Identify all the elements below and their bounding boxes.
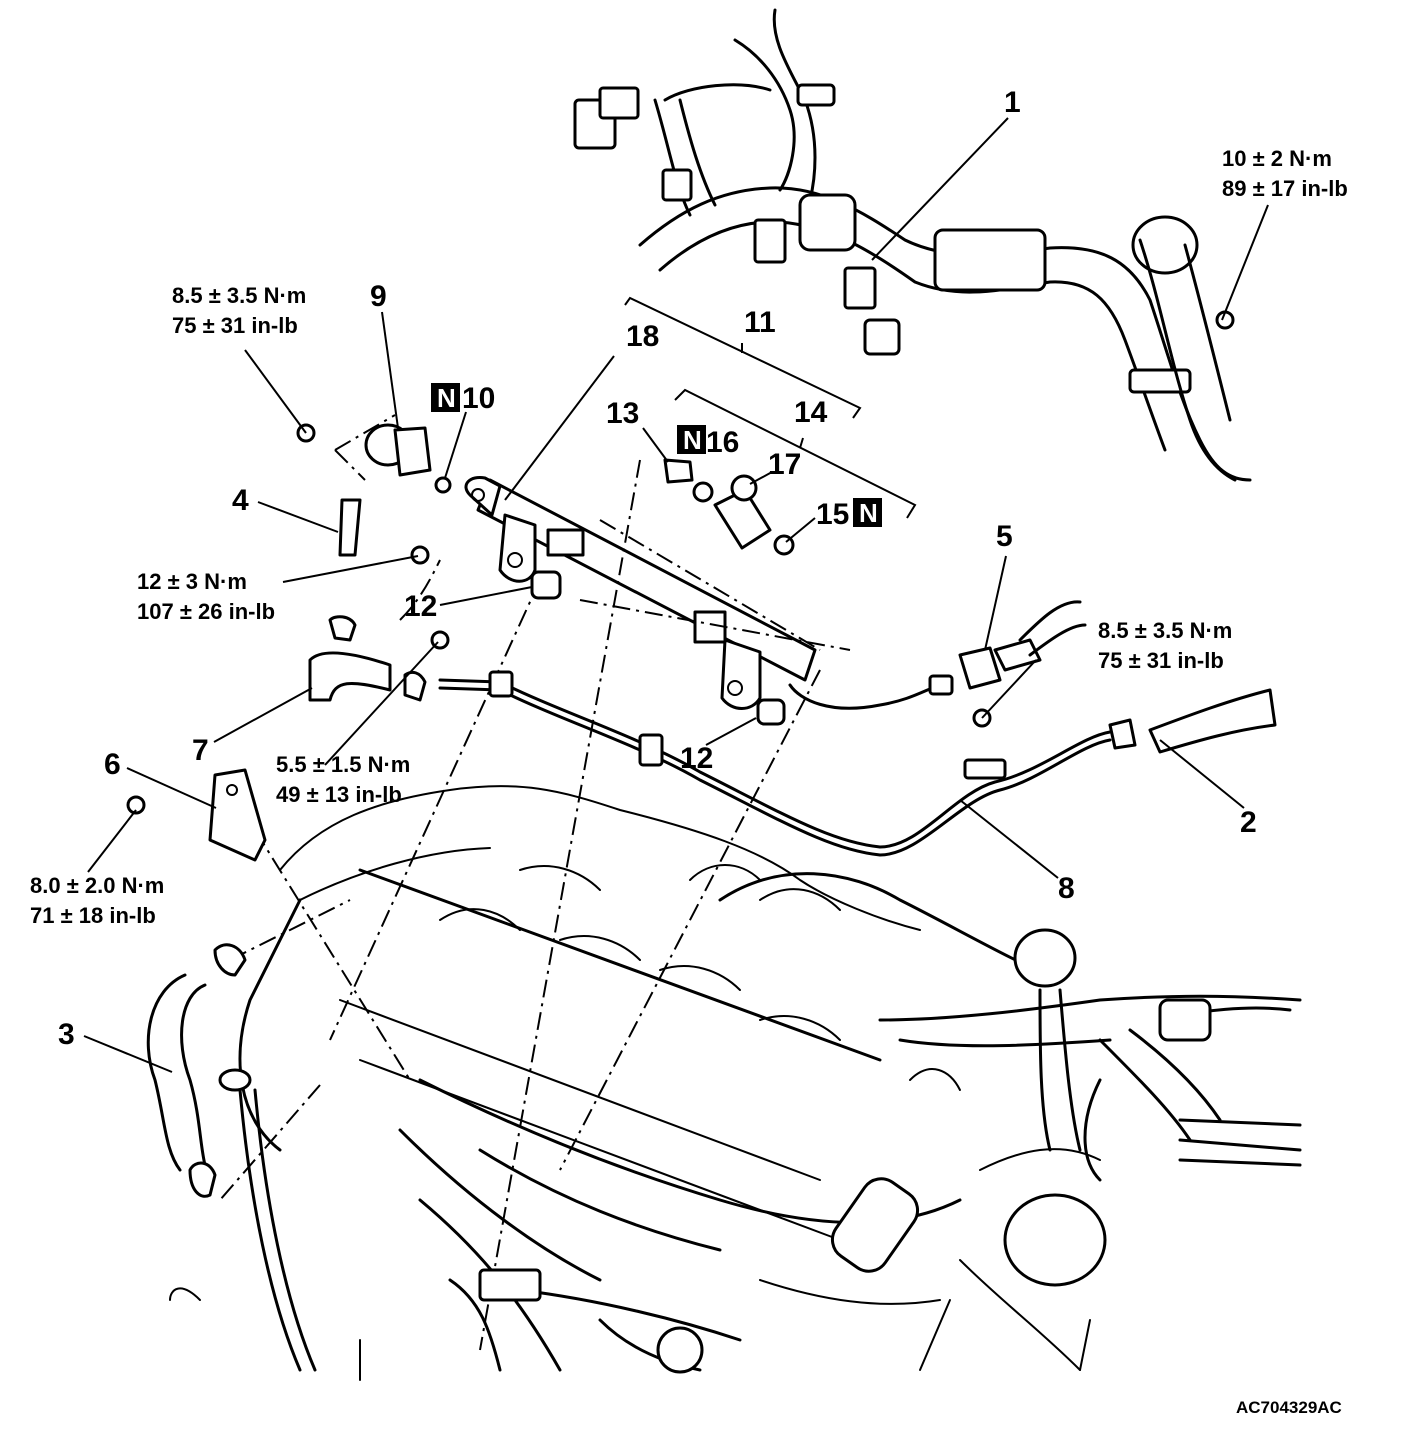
fuel-return-pipe <box>438 670 1277 857</box>
callout-12b: 12 <box>680 742 713 775</box>
callout-3: 3 <box>58 1018 75 1051</box>
callout-12a: 12 <box>404 590 437 623</box>
bracket-6 <box>126 768 267 862</box>
torque-2-nm: 8.5 ± 3.5 N·m <box>172 283 306 308</box>
figure-code: AC704329AC <box>1236 1398 1342 1417</box>
torque-6-nm: 8.0 ± 2.0 N·m <box>30 873 164 898</box>
new-part-badge-16: N <box>677 425 706 455</box>
callout-5: 5 <box>996 520 1013 553</box>
svg-text:N: N <box>437 383 456 413</box>
callout-6: 6 <box>104 748 121 781</box>
callout-4: 4 <box>232 484 249 517</box>
svg-text:N: N <box>859 498 878 528</box>
torque-5-nm: 5.5 ± 1.5 N·m <box>276 752 410 777</box>
leader-lines <box>83 117 1269 1073</box>
callout-13: 13 <box>606 397 639 430</box>
engine-block <box>169 785 1302 1381</box>
torque-3-inlb: 107 ± 26 in-lb <box>137 599 275 624</box>
new-part-badge-10: N <box>431 383 460 413</box>
callout-14: 14 <box>794 396 828 429</box>
injector-assembly <box>663 458 795 556</box>
callout-9: 9 <box>370 280 387 313</box>
svg-text:N: N <box>683 425 702 455</box>
torque-1-nm: 10 ± 2 N·m <box>1222 146 1332 171</box>
fuel-feed-hose <box>958 600 1087 690</box>
callout-11: 11 <box>744 306 776 339</box>
callout-15: 15 <box>816 498 849 531</box>
fuel-rail <box>464 475 954 710</box>
new-part-badge-15: N <box>853 498 882 528</box>
callout-7: 7 <box>192 734 209 767</box>
callout-2: 2 <box>1240 806 1257 839</box>
torque-5-inlb: 49 ± 13 in-lb <box>276 782 402 807</box>
wiring-harness <box>573 8 1252 482</box>
torque-6-inlb: 71 ± 18 in-lb <box>30 903 156 928</box>
torque-2-inlb: 75 ± 31 in-lb <box>172 313 298 338</box>
torque-specs: 10 ± 2 N·m 89 ± 17 in-lb 8.5 ± 3.5 N·m 7… <box>30 146 1348 928</box>
group-brackets <box>624 296 917 519</box>
callout-18: 18 <box>626 320 659 353</box>
callout-17: 17 <box>768 448 801 481</box>
pressure-regulator <box>296 423 786 726</box>
torque-1-inlb: 89 ± 17 in-lb <box>1222 176 1348 201</box>
hose-3 <box>146 943 247 1198</box>
torque-3-nm: 12 ± 3 N·m <box>137 569 247 594</box>
callout-1: 1 <box>1004 86 1021 119</box>
callout-10: 10 <box>462 382 495 415</box>
torque-4-nm: 8.5 ± 3.5 N·m <box>1098 618 1232 643</box>
callout-numbers: 1 2 3 4 5 6 7 8 9 10 11 12 12 13 14 15 1… <box>58 86 1257 1051</box>
torque-4-inlb: 75 ± 31 in-lb <box>1098 648 1224 673</box>
callout-8: 8 <box>1058 872 1075 905</box>
callout-16: 16 <box>706 426 739 459</box>
